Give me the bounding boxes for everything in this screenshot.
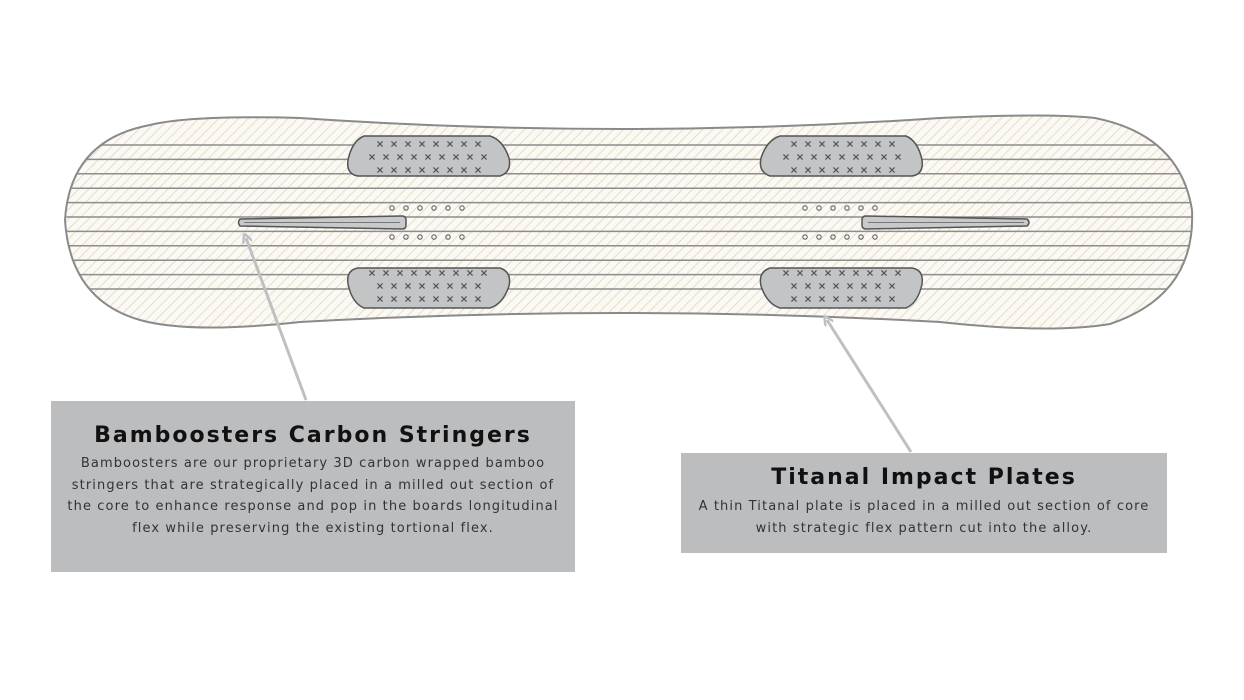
arrow-to-carbon-stringer [246,238,308,401]
core-stringer-lines [65,144,1193,290]
callout-title-titanal: Titanal Impact Plates [771,465,1077,490]
snowboard [63,114,1194,330]
callout-description-titanal: A thin Titanal plate is placed in a mill… [698,499,1150,536]
titanal-plate-bottom-right [759,267,924,309]
board-outline [63,114,1194,330]
arrow-to-titanal-plate [827,320,913,453]
carbon-stringer-right [861,215,1030,230]
carbon-stringer-left [237,215,407,230]
callout-titanal-plates: Titanal Impact Plates A thin Titanal pla… [681,453,1167,553]
binding-insert-holes [389,205,878,240]
callout-title-carbon: Bamboosters Carbon Stringers [94,423,532,448]
callout-description-carbon: Bamboosters are our proprietary 3D carbo… [67,456,559,536]
callout-carbon-stringers: Bamboosters Carbon Stringers Bamboosters… [51,401,575,572]
plate-flex-pattern [368,140,902,303]
titanal-plate-bottom-left [346,267,511,309]
